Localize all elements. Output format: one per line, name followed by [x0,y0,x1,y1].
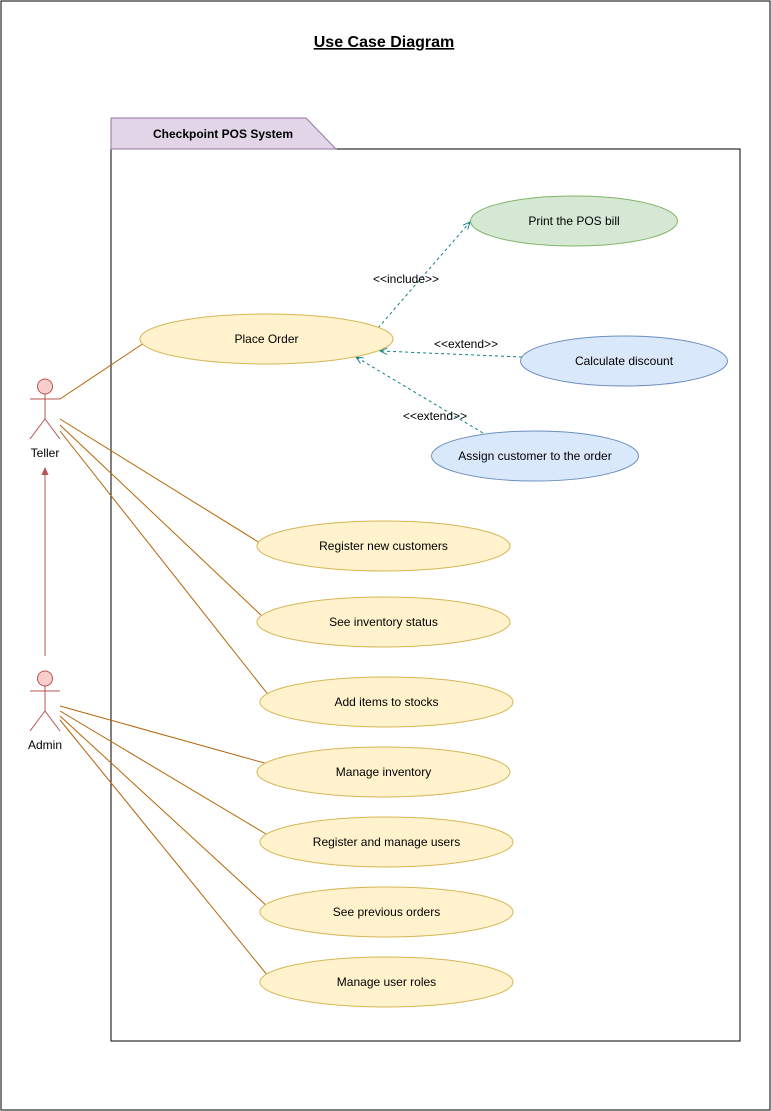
extend-label-assign: <<extend>> [403,409,467,423]
use-case-calculate-discount[interactable]: Calculate discount [520,335,728,387]
use-case-place-order[interactable]: Place Order [139,313,394,365]
diagram-title: Use Case Diagram [314,34,455,51]
use-case-label: Calculate discount [575,354,674,368]
include-label: <<include>> [373,272,439,286]
use-case-label: Register and manage users [313,835,460,849]
stick-figure-icon [29,378,61,440]
use-case-label: Manage user roles [337,975,436,989]
assoc-teller-place-order [59,342,145,400]
use-case-see-inventory-status[interactable]: See inventory status [256,596,511,648]
use-case-label: Assign customer to the order [458,449,611,463]
assoc-teller-register-customers [59,418,261,544]
use-case-label: Place Order [234,332,298,346]
actor-label-teller: Teller [31,446,60,460]
admin-associations [59,705,269,977]
use-case-label: See inventory status [329,615,438,629]
include-arrow [377,222,470,329]
use-case-print-bill[interactable]: Print the POS bill [470,195,678,247]
use-case-label: Manage inventory [336,765,431,779]
use-case-register-users[interactable]: Register and manage users [259,816,514,868]
assoc-admin-register-users [59,710,267,835]
use-case-register-customers[interactable]: Register new customers [256,520,511,572]
stick-figure-icon [29,670,61,732]
use-case-label: See previous orders [333,905,440,919]
extend-label-discount: <<extend>> [434,337,498,351]
actor-teller[interactable]: Teller [29,378,61,460]
extend-arrow-assign [356,357,489,437]
assoc-admin-manage-inventory [59,705,269,765]
use-case-see-previous-orders[interactable]: See previous orders [259,886,514,938]
use-case-label: Add items to stocks [334,695,438,709]
system-name-tab [110,117,338,150]
use-case-label: Register new customers [319,539,448,553]
assoc-admin-previous-orders [59,715,269,908]
actor-admin[interactable]: Admin [28,670,62,752]
use-case-manage-inventory[interactable]: Manage inventory [256,746,511,798]
actor-label-admin: Admin [28,738,62,752]
use-case-assign-customer[interactable]: Assign customer to the order [431,430,639,482]
use-case-add-items[interactable]: Add items to stocks [259,676,514,728]
system-name: Checkpoint POS System [153,127,293,141]
use-case-label: Print the POS bill [528,214,619,228]
assoc-teller-inventory-status [59,424,264,618]
teller-associations [59,342,271,698]
assoc-teller-add-items [59,430,271,698]
use-case-manage-user-roles[interactable]: Manage user roles [259,956,514,1008]
assoc-admin-user-roles [59,719,269,977]
